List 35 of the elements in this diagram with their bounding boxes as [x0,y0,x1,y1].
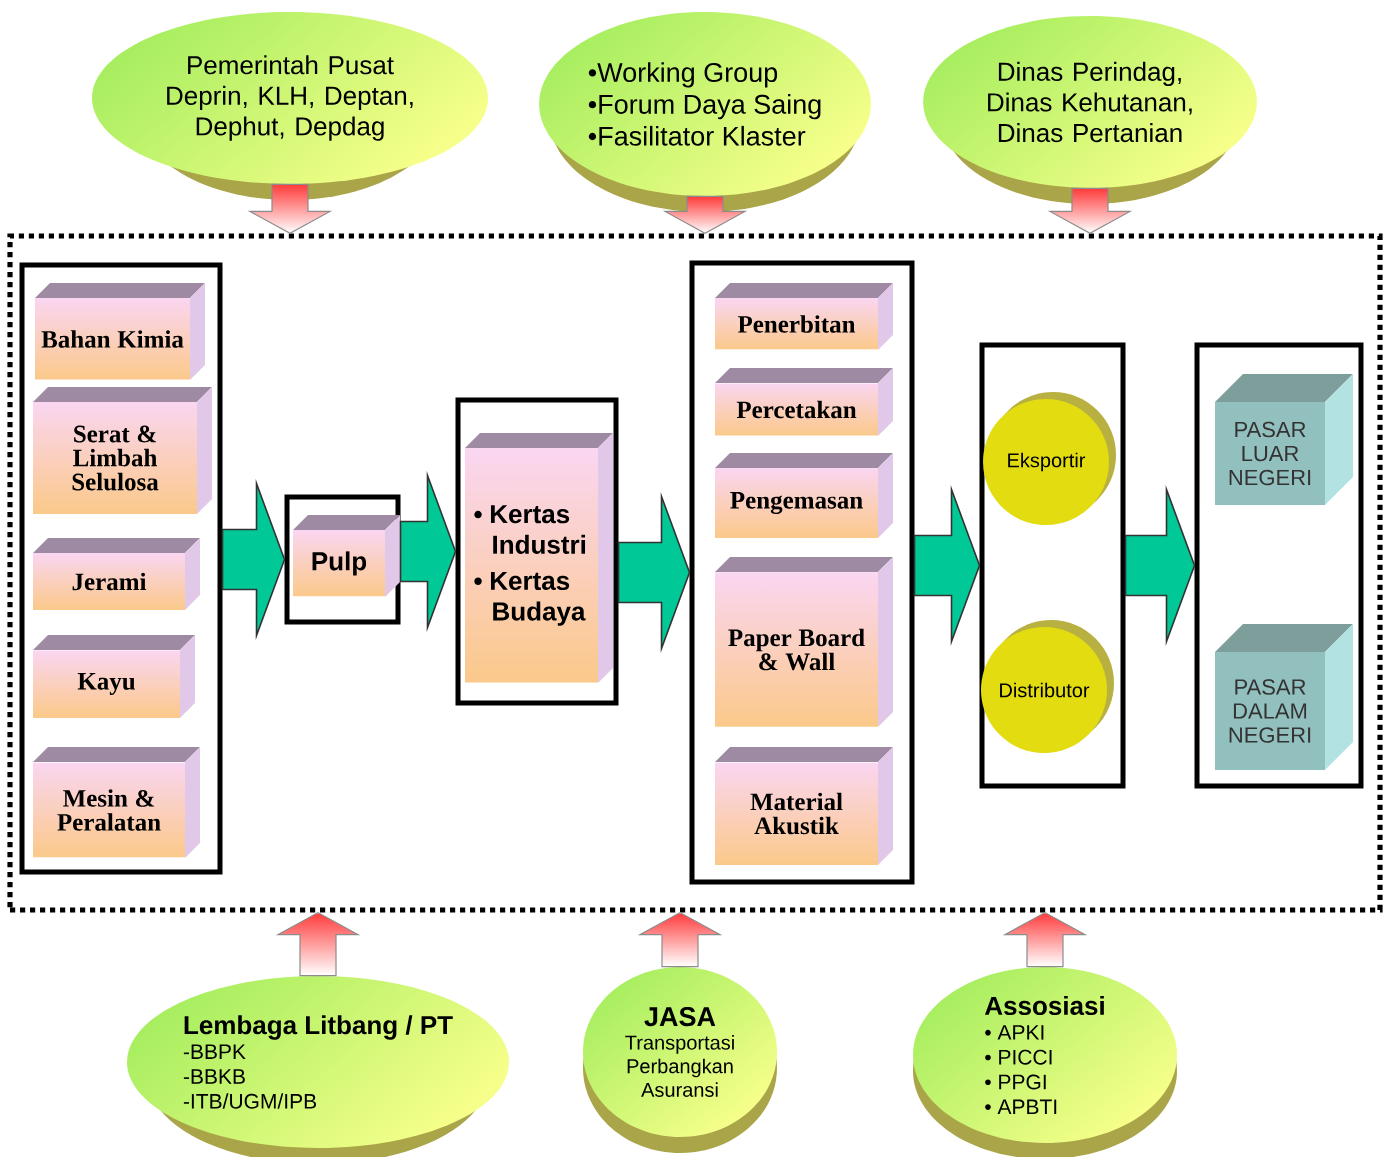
dotted-frame [7,233,1383,913]
group-box [455,397,619,706]
block-arrow [275,911,361,977]
block-arrow [1124,485,1196,646]
block-box: Pulp [293,515,400,597]
block-box: Paper Board & Wall [715,557,893,727]
oval-callout: Assosiasi • APKI • PICCI • PPGI • APBTI [913,967,1177,1157]
circle-node: Distributor [981,620,1114,753]
oval-callout: Lembaga Litbang / PT -BBPK -BBKB -ITB/UGM/IPB [127,976,509,1157]
group-box [284,494,401,625]
block-box: Percetakan [715,368,893,436]
block-arrow [637,911,723,968]
group-box [19,262,223,875]
block-arrow [221,479,286,640]
block-box: Kayu [33,635,195,718]
oval-callout: Dinas Perindag, Dinas Kehutanan, Dinas Pertanian [923,16,1257,204]
block-box: Bahan Kimia [35,283,205,380]
group-box [1194,342,1364,789]
block-arrow [913,485,981,646]
block-arrow [617,492,691,653]
market-block: PASAR DALAM NEGERI [1215,624,1353,770]
block-box: Jerami [33,538,200,610]
market-block: PASAR LUAR NEGERI [1215,374,1353,505]
group-box [979,342,1126,789]
circle-node: Eksportir [983,392,1116,525]
oval-callout: JASA Transportasi Perbangkan Asuransi [583,967,777,1153]
block-box: Penerbitan [715,283,893,350]
block-box: Pengemasan [715,453,893,538]
block-box: Material Akustik [715,747,893,865]
block-arrow [1002,911,1088,968]
block-box: Mesin & Peralatan [33,747,200,858]
block-box: • Kertas Industri • Kertas Budaya [465,433,613,683]
group-box [689,260,915,885]
block-arrow [399,471,457,632]
block-box: Serat & Limbah Selulosa [33,387,212,514]
